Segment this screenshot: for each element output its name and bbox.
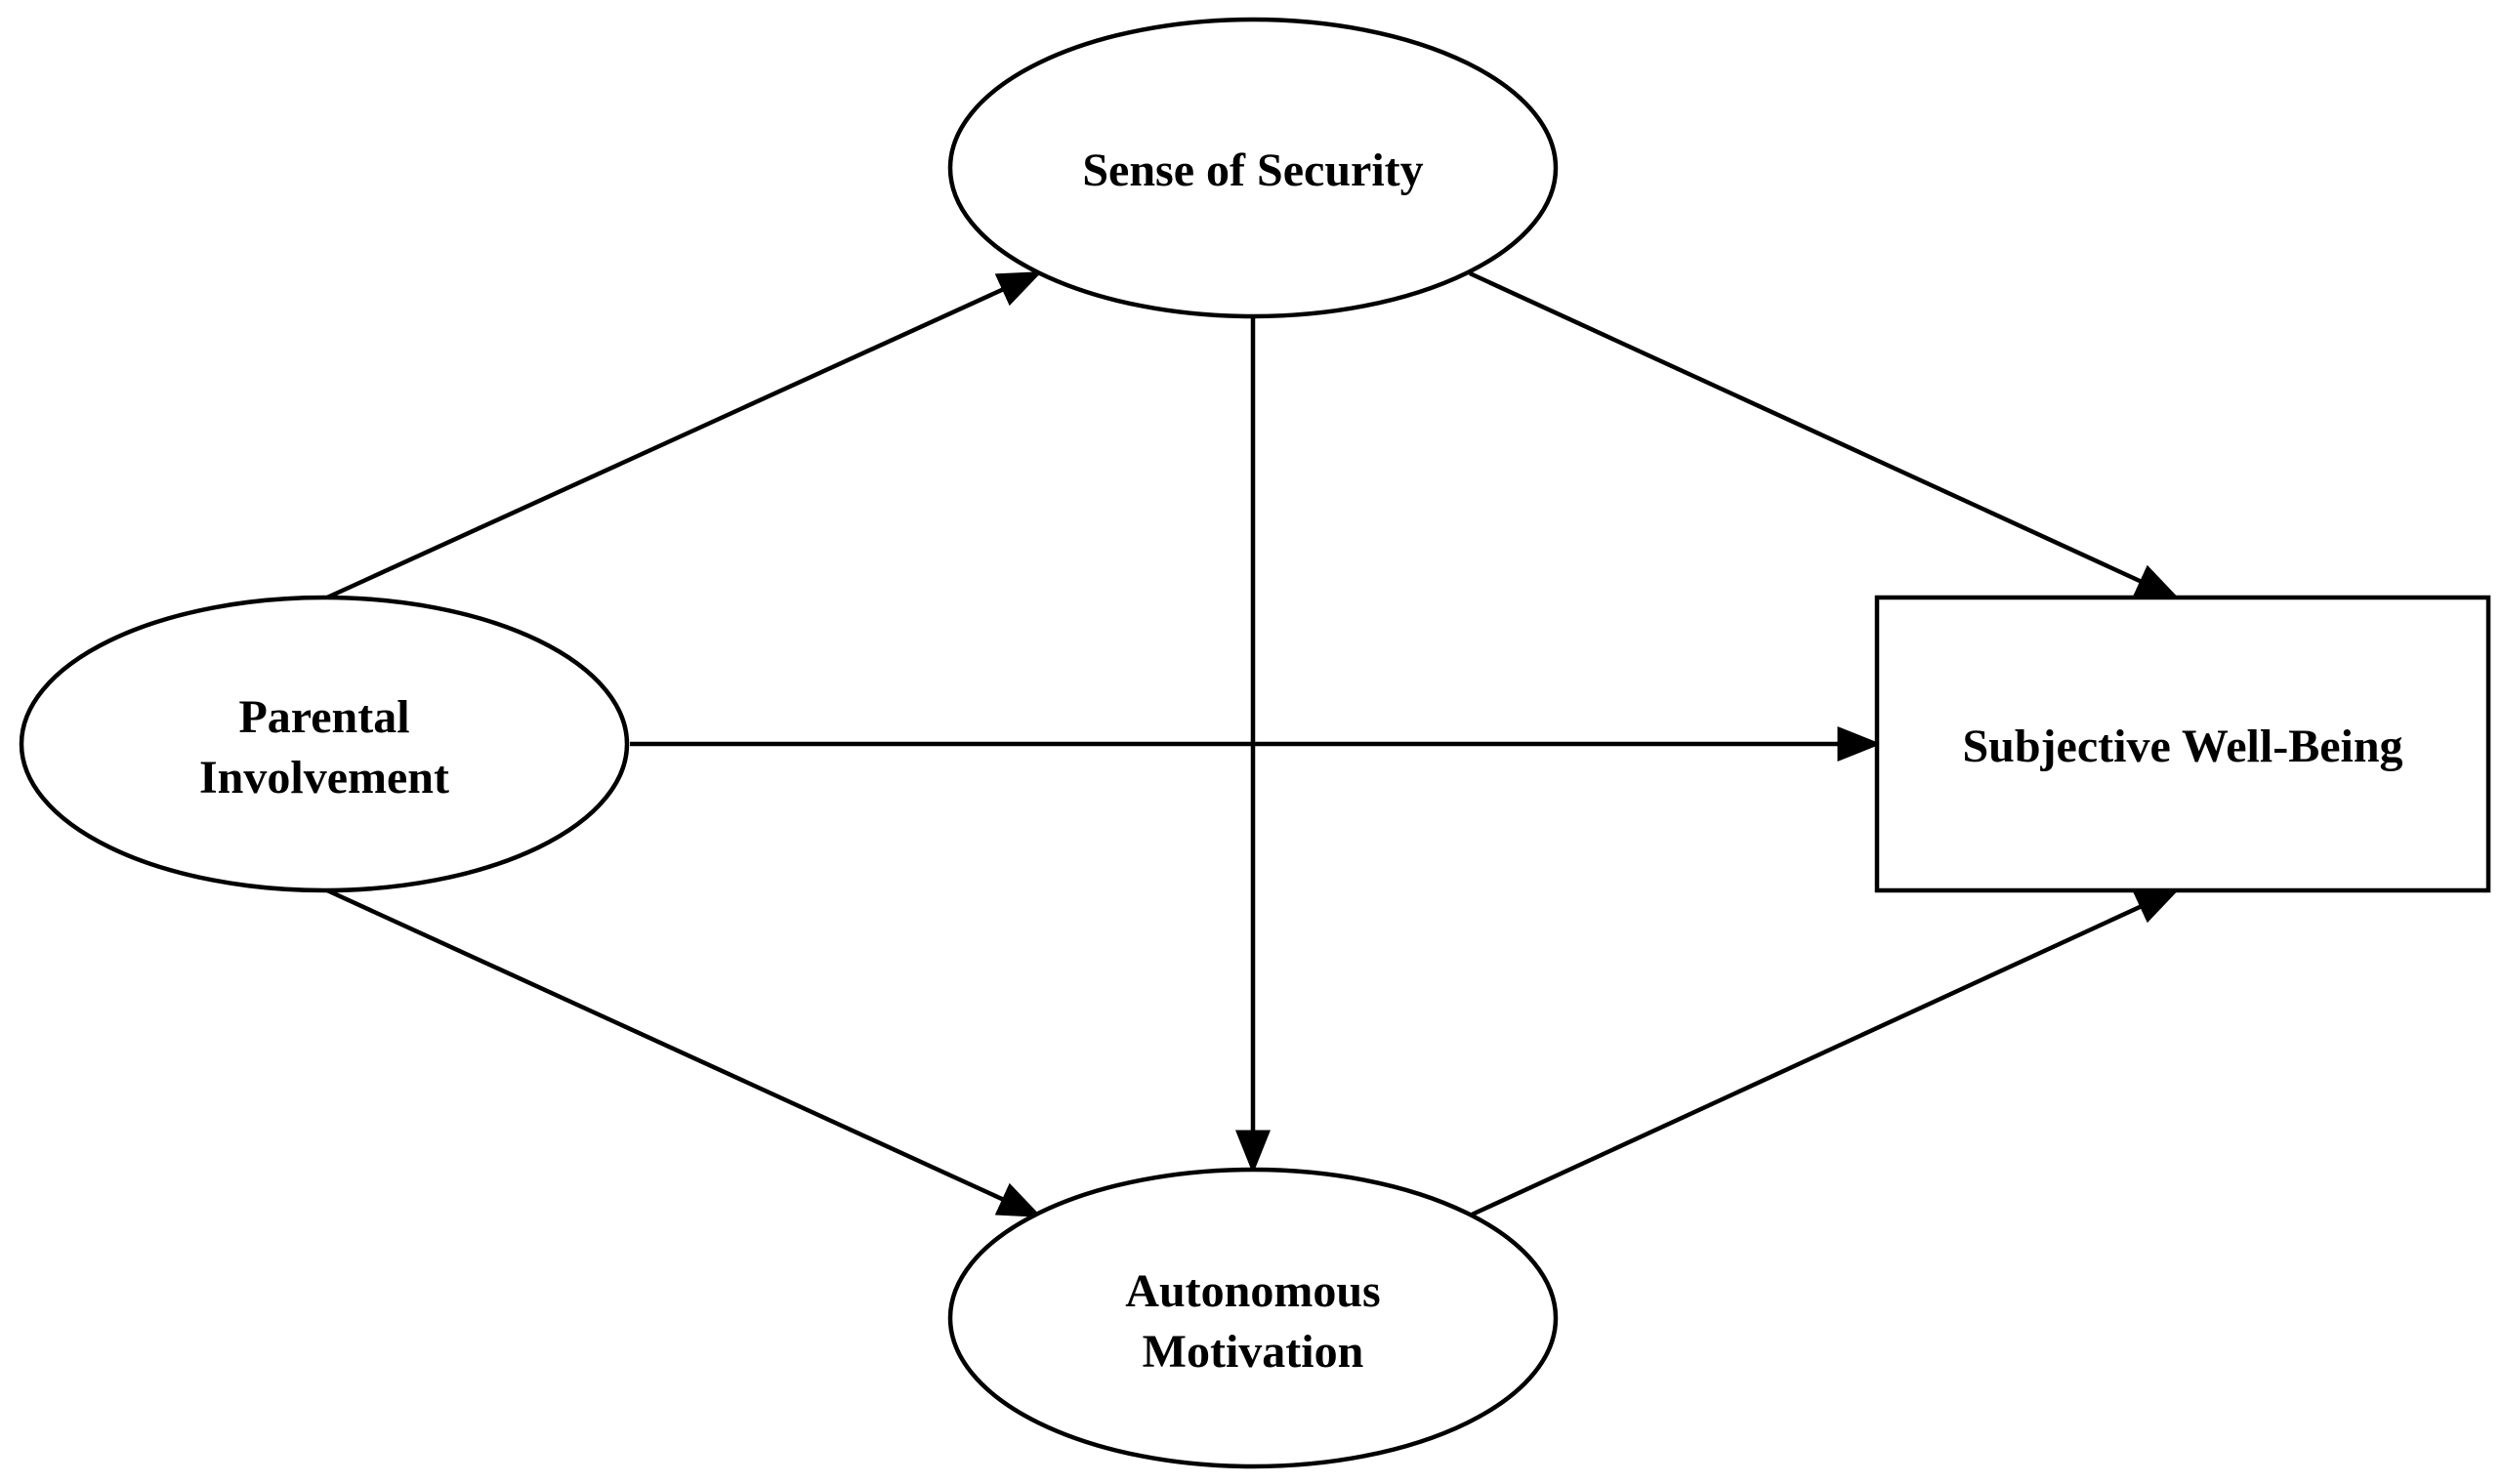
autonomous-motivation-ellipse <box>947 1167 1559 1469</box>
edges-group <box>326 270 2181 1218</box>
node-parental-involvement: Parental Involvement <box>19 595 630 893</box>
edge-security-to-wellbeing <box>1469 270 2181 600</box>
node-sense-of-security: Sense of Security <box>947 17 1559 319</box>
edge-parental-to-autonomous <box>326 887 1043 1218</box>
sense-of-security-label: Sense of Security <box>1082 144 1423 196</box>
sense-of-security-ellipse <box>947 17 1559 319</box>
edge-autonomous-to-wellbeing <box>1469 887 2181 1218</box>
edge-parental-to-security <box>326 270 1043 600</box>
node-autonomous-motivation: Autonomous Motivation <box>947 1167 1559 1469</box>
subjective-well-being-label: Subjective Well-Being <box>1962 721 2402 772</box>
node-subjective-well-being: Subjective Well-Being <box>1874 595 2491 893</box>
parental-involvement-label-line-2: Involvement <box>199 752 449 804</box>
parental-involvement-label-line-1: Parental <box>238 691 409 743</box>
parental-involvement-ellipse <box>19 595 630 893</box>
autonomous-motivation-label-line-1: Autonomous <box>1125 1265 1380 1317</box>
autonomous-motivation-label-line-2: Motivation <box>1143 1326 1364 1378</box>
subjective-well-being-box <box>1874 595 2491 893</box>
